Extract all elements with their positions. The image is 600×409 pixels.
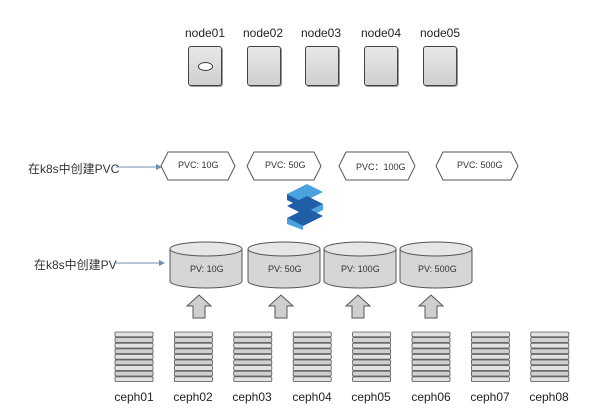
node-label: node03 xyxy=(300,26,342,40)
pv-cylinder xyxy=(323,241,397,289)
pvc-shapes xyxy=(160,151,519,181)
node-label: node04 xyxy=(360,26,402,40)
ceph-server-icon xyxy=(470,331,510,382)
ceph-label: ceph05 xyxy=(351,390,391,404)
node-server-icon xyxy=(364,46,398,86)
brand-logo-icon xyxy=(287,184,323,230)
ceph-server-icon xyxy=(233,331,273,382)
node-label: node02 xyxy=(242,26,284,40)
pv-label: PV: 100G xyxy=(341,264,380,274)
up-arrows xyxy=(185,294,445,319)
pv-cylinder xyxy=(399,241,473,289)
pvc-row-arrow-icon xyxy=(116,164,162,170)
pvc-label: PVC: 500G xyxy=(457,160,503,170)
up-arrow-icon xyxy=(185,294,213,319)
ceph-label: ceph08 xyxy=(529,390,569,404)
ceph-servers xyxy=(114,331,570,382)
node-label: node05 xyxy=(419,26,461,40)
node-server-icon xyxy=(423,46,457,86)
up-arrow-icon xyxy=(417,294,445,319)
ceph-server-icon xyxy=(411,331,451,382)
up-arrow-icon xyxy=(267,294,295,319)
pv-label: PV: 50G xyxy=(268,264,302,274)
pv-label: PV: 500G xyxy=(418,264,457,274)
pv-cylinder xyxy=(169,241,243,289)
pvc-label: PVC: 10G xyxy=(178,160,219,170)
pvc-label: PVC：100G xyxy=(356,162,406,172)
ceph-label: ceph02 xyxy=(173,390,213,404)
ceph-label: ceph03 xyxy=(232,390,272,404)
pvc-hexagon xyxy=(435,151,519,181)
pvc-row-label: 在k8s中创建PVC xyxy=(28,162,120,176)
up-arrow-icon xyxy=(344,294,372,319)
ceph-server-icon xyxy=(173,331,213,382)
pv-row-label: 在k8s中创建PV xyxy=(34,258,117,272)
ceph-label: ceph04 xyxy=(292,390,332,404)
node-server-icon xyxy=(247,46,281,86)
pvc-hexagon xyxy=(160,151,236,181)
pvc-hexagon xyxy=(246,151,322,181)
pvc-label: PVC: 50G xyxy=(265,160,306,170)
ceph-label: ceph01 xyxy=(114,390,154,404)
ceph-server-icon xyxy=(114,331,154,382)
pv-shapes xyxy=(169,241,473,289)
ceph-label: ceph07 xyxy=(470,390,510,404)
pv-cylinder xyxy=(247,241,321,289)
pv-row-arrow-icon xyxy=(114,260,165,266)
ceph-server-icon xyxy=(292,331,332,382)
pv-label: PV: 10G xyxy=(190,264,224,274)
node-server-icon xyxy=(188,46,222,86)
ceph-server-icon xyxy=(352,331,392,382)
node-label: node01 xyxy=(184,26,226,40)
ceph-server-icon xyxy=(530,331,570,382)
node-server-icon xyxy=(305,46,339,86)
ceph-label: ceph06 xyxy=(411,390,451,404)
pvc-hexagon xyxy=(338,151,416,181)
disk-indicator-icon xyxy=(198,62,213,71)
